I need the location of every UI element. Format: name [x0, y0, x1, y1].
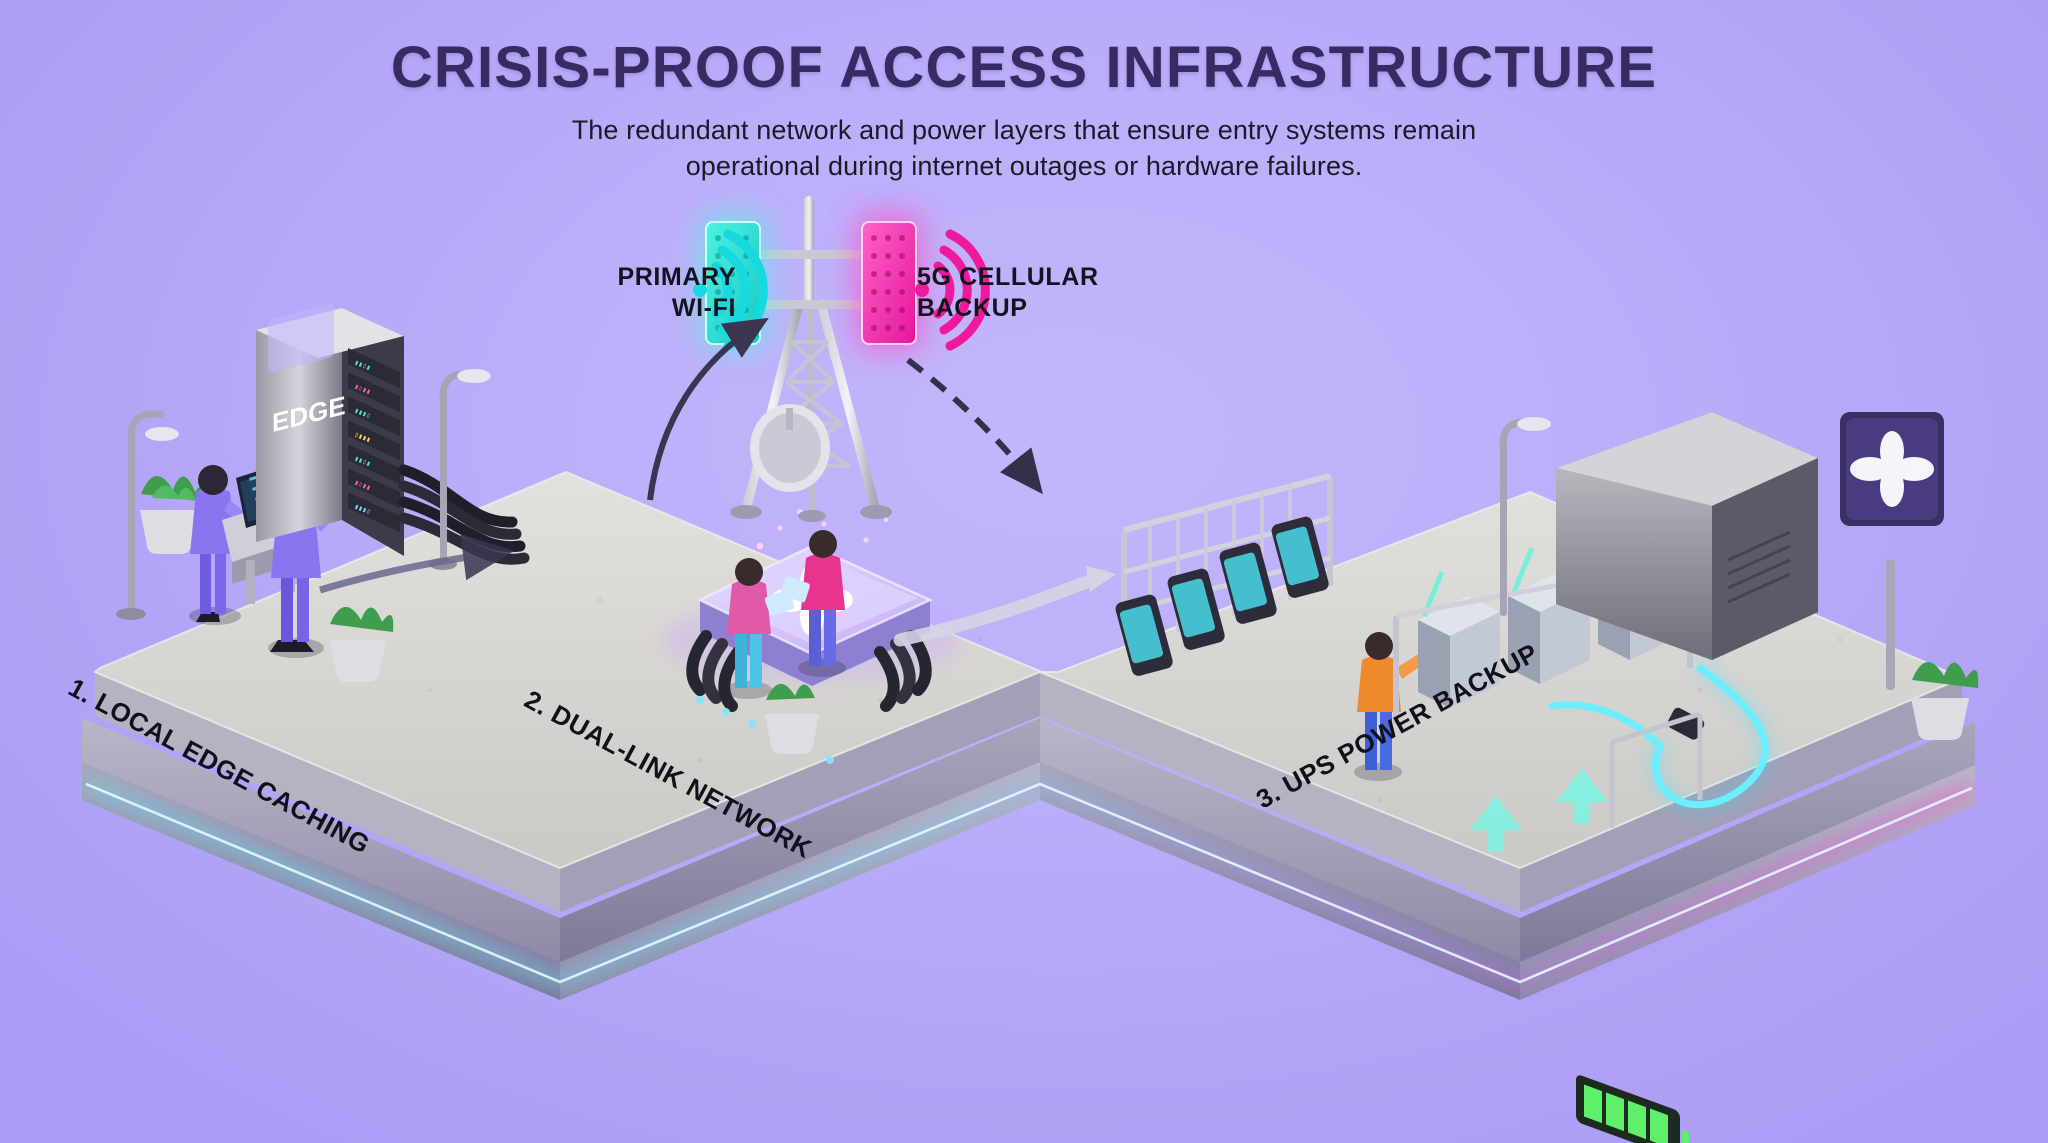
access-reader-device: [1271, 516, 1329, 598]
header: CRISIS-PROOF ACCESS INFRASTRUCTURE The r…: [0, 34, 2048, 185]
brand-sign: [1840, 412, 1944, 690]
subtitle-line-1: The redundant network and power layers t…: [571, 115, 1477, 145]
failover-arrow: [906, 357, 1043, 495]
uplink-arrow: [647, 317, 769, 501]
subtitle-line-2: operational during internet outages or h…: [685, 150, 1363, 181]
page-subtitle: The redundant network and power layers t…: [0, 113, 2048, 185]
potted-plant-icon: [329, 606, 394, 682]
primary-wifi-label: PRIMARY WI-FI: [556, 262, 736, 323]
flow-arrow-head: [1086, 566, 1116, 592]
access-reader-device: [1167, 568, 1225, 650]
stage-dual-link-network: [662, 509, 1116, 764]
hub-ports-left: [686, 630, 744, 712]
worker-figure: [189, 465, 252, 625]
visitor-figure: [780, 530, 846, 677]
flow-arrow: [893, 569, 1109, 647]
cell-tower: [702, 196, 920, 522]
visitor-figure: [1354, 632, 1428, 781]
edge-server-rack: EDGE ▮▮▯▮ ▮▯▮▮ ▮▮▮▯: [256, 303, 404, 556]
ups-power-unit: [1556, 412, 1818, 1143]
access-reader-fence: [1115, 473, 1333, 676]
street-lamp-icon: [429, 369, 491, 570]
power-cable: [1548, 662, 1772, 811]
cellular-backup-line-2: BACKUP: [917, 293, 1028, 322]
flow-arrow: [318, 533, 515, 594]
flow-arrow: [1470, 768, 1608, 852]
data-sparkles: [745, 509, 888, 569]
access-reader-device: [1219, 542, 1277, 624]
page-title: CRISIS-PROOF ACCESS INFRASTRUCTURE: [390, 35, 1658, 100]
potted-plant-icon: [765, 683, 819, 754]
cellular-signal-icon: [915, 229, 990, 351]
access-reader-device: [1115, 594, 1173, 676]
potted-plant-icon: [1911, 661, 1979, 740]
visitor-figure: [724, 558, 795, 699]
railing: [1609, 711, 1703, 828]
primary-wifi-line-1: PRIMARY: [617, 263, 736, 291]
stage-ups-power-backup: [1354, 412, 1979, 1143]
platform: [82, 470, 1975, 1000]
primary-wifi-line-2: WI-FI: [671, 293, 736, 322]
potted-plant-icon: [140, 475, 208, 554]
brand-flower-icon: [1850, 431, 1934, 507]
street-lamp-icon: [1499, 417, 1551, 616]
cellular-antenna-panel: [858, 216, 920, 348]
street-lamp-icon: [116, 410, 179, 620]
stage-edge-caching: EDGE ▮▮▯▮ ▮▯▮▮ ▮▮▮▯: [116, 303, 530, 682]
cellular-backup-label: 5G CELLULAR BACKUP: [917, 262, 1127, 323]
cellular-backup-line-1: 5G CELLULAR: [917, 263, 1099, 291]
